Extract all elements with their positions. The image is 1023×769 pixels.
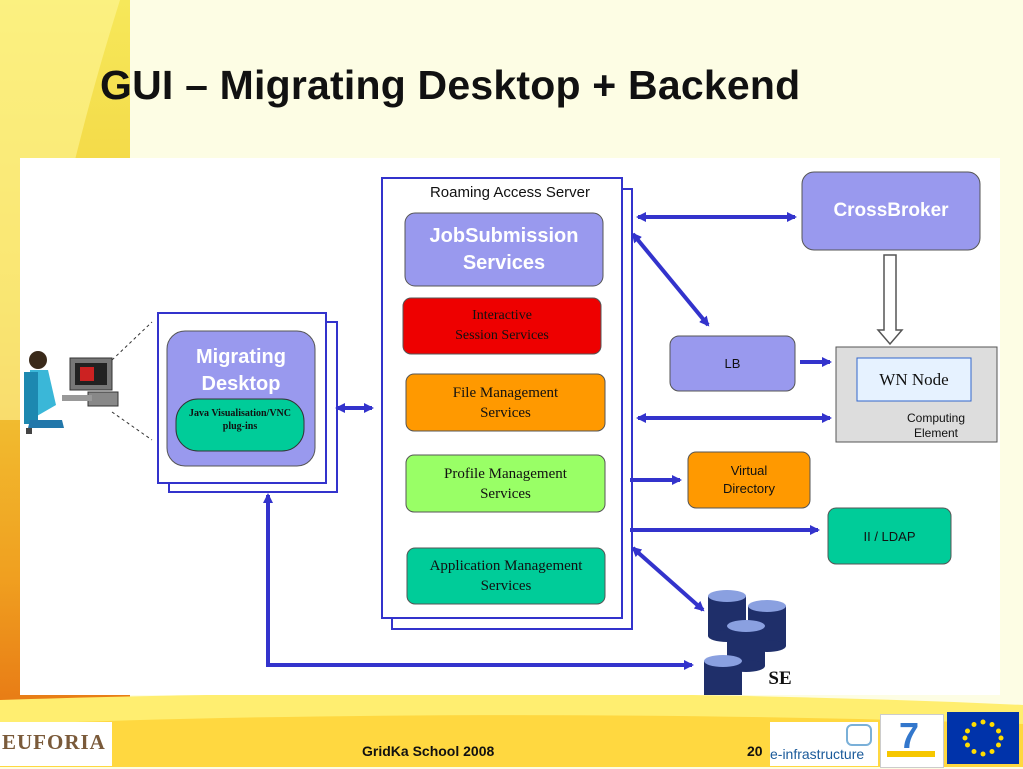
e-infrastructure-logo: e-infrastructure xyxy=(770,722,878,766)
filemgmt-line1: File Management xyxy=(452,384,559,401)
profile-line1: Profile Management xyxy=(444,465,567,482)
computing-element-label: Computing Element xyxy=(880,410,992,442)
arrows xyxy=(263,212,832,670)
file-management-label: File Management Services xyxy=(406,374,605,431)
filemgmt-line2: Services xyxy=(480,404,531,421)
dashed-connector-top xyxy=(111,321,153,361)
ce-line2: Element xyxy=(913,426,959,440)
file-management-box xyxy=(405,373,606,432)
java-plugin-label: Java Visualisation/VNC plug-ins xyxy=(172,401,308,439)
fp7-seven: 7 xyxy=(899,715,920,756)
md-line2: Desktop xyxy=(201,373,281,395)
lb-box xyxy=(669,335,796,392)
application-management-label: Application Management Services xyxy=(407,548,605,604)
interactive-session-box xyxy=(402,297,602,355)
eu-stars-icon xyxy=(962,719,1004,757)
dashed-connector-bottom xyxy=(111,411,153,441)
migrating-desktop-label: Migrating Desktop xyxy=(167,342,315,400)
crossbroker-label: CrossBroker xyxy=(833,200,949,221)
java-plugin-box xyxy=(175,398,305,452)
slide-title: GUI – Migrating Desktop + Backend xyxy=(100,62,801,108)
ce-line1: Computing xyxy=(906,411,966,425)
euforia-logo-text: EUFORIA xyxy=(2,730,106,754)
profile-line2: Services xyxy=(480,485,531,502)
vd-line2: Directory xyxy=(722,481,775,496)
md-line1: Migrating xyxy=(196,346,286,368)
jobsubmission-line1: JobSubmission xyxy=(429,224,579,247)
appmgmt-line2: Services xyxy=(480,578,532,594)
se-label: SE xyxy=(768,668,792,689)
e-infra-symbol-icon xyxy=(846,724,872,746)
virtual-directory-box xyxy=(687,451,811,509)
interactive-line1: Interactive xyxy=(472,308,532,323)
fp7-stripe xyxy=(887,751,935,757)
interactive-session-label: Interactive Session Services xyxy=(403,298,601,354)
virtual-directory-label: Virtual Directory xyxy=(688,452,810,508)
java-line2: plug-ins xyxy=(222,421,258,432)
eu-flag-logo xyxy=(947,712,1019,764)
java-line1: Java Visualisation/VNC xyxy=(189,408,291,419)
appmgmt-line1: Application Management xyxy=(429,558,583,574)
jobsubmission-label: JobSubmission Services xyxy=(405,213,603,286)
crossbroker-box xyxy=(801,171,981,251)
ras-label: Roaming Access Server xyxy=(429,183,591,201)
jobsubmission-box xyxy=(404,212,604,287)
storage-cylinders-icon xyxy=(704,590,786,695)
ii-ldap-box xyxy=(827,507,952,565)
user-at-computer-icon xyxy=(24,351,119,434)
euforia-logo: EUFORIA xyxy=(0,722,112,766)
lb-label: LB xyxy=(724,356,741,371)
fp7-logo: 7 xyxy=(880,714,944,768)
e-infra-text: e-infrastructure xyxy=(770,746,865,762)
interactive-line2: Session Services xyxy=(455,328,549,343)
footer-center-text: GridKa School 2008 xyxy=(362,743,495,759)
wn-node-label: WN Node xyxy=(879,369,949,389)
ii-ldap-label: II / LDAP xyxy=(863,528,916,544)
vd-line1: Virtual xyxy=(730,463,768,478)
jobsubmission-line2: Services xyxy=(462,251,546,274)
profile-management-label: Profile Management Services xyxy=(406,455,605,512)
crossbroker-to-wn-arrow xyxy=(876,254,904,346)
page-number: 20 xyxy=(747,743,763,759)
wn-node-box xyxy=(856,357,972,402)
